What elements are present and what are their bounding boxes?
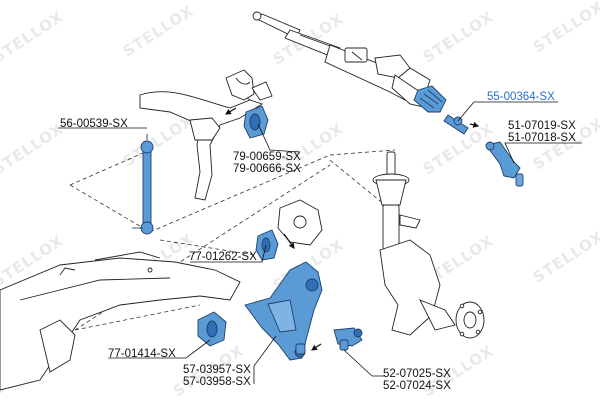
steering-rack-boot <box>413 85 469 135</box>
label-control-arm-2: 57-03958-SX <box>183 376 251 388</box>
bushing-clamp <box>251 81 273 101</box>
label-steering-rack: 55-00364-SX <box>487 91 555 103</box>
label-arm-bushing-rear: 77-01262-SX <box>189 251 257 263</box>
steering-rack-assembly <box>252 11 441 111</box>
ball-joint <box>333 327 363 351</box>
control-arm <box>244 261 323 361</box>
tie-rod-end <box>485 141 524 187</box>
label-arm-bushing-front: 77-01414-SX <box>108 348 176 360</box>
label-stabilizer-bushing-1: 79-00659-SX <box>233 151 301 163</box>
subframe <box>0 251 241 391</box>
arm-bushing-front <box>197 311 227 347</box>
label-ball-joint-2: 52-07024-SX <box>383 380 451 392</box>
label-control-arm-1: 57-03957-SX <box>183 364 251 376</box>
stabilizer-bushing <box>243 105 269 139</box>
subframe-mount <box>277 199 323 246</box>
label-tie-rod-end-1: 51-07019-SX <box>508 120 576 132</box>
label-stabilizer-bushing-2: 79-00666-SX <box>233 163 301 175</box>
strut <box>372 151 421 251</box>
indicator-arrows <box>224 107 480 351</box>
arm-bushing-rear <box>255 229 279 261</box>
label-stabilizer-link: 56-00539-SX <box>60 118 128 130</box>
label-tie-rod-end-2: 51-07018-SX <box>508 132 576 144</box>
stabilizer-bar <box>139 69 264 201</box>
leader-lines <box>58 101 582 384</box>
label-ball-joint-1: 52-07025-SX <box>383 368 451 380</box>
steering-knuckle <box>379 239 485 339</box>
stabilizer-link <box>132 134 154 235</box>
